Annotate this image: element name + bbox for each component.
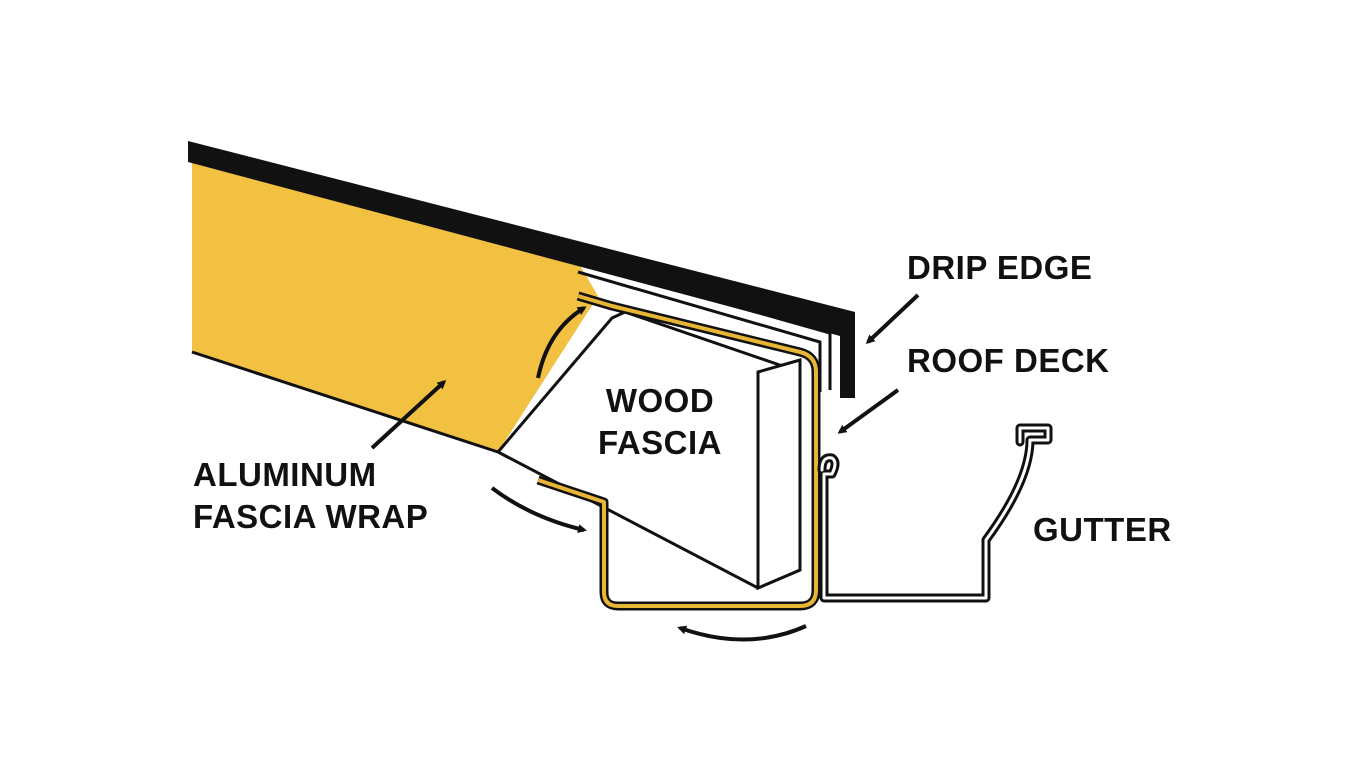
gutter-inner bbox=[820, 426, 1050, 600]
drip-edge-label: DRIP EDGE bbox=[907, 249, 1093, 286]
wood-fascia-label: WOOD FASCIA bbox=[598, 380, 722, 464]
roof-deck-arrow bbox=[837, 388, 900, 434]
aluminum-fascia-wrap-label: ALUMINUM FASCIA WRAP bbox=[193, 454, 428, 538]
wood-fascia-label-line-2: FASCIA bbox=[598, 424, 723, 461]
wood-fascia-label-line-1: WOOD bbox=[605, 382, 715, 419]
gutter-label: GUTTER bbox=[1033, 511, 1172, 548]
bend-arrow-left bbox=[490, 486, 587, 534]
drip-edge-arrow bbox=[865, 293, 920, 345]
aluminum-wrap-label-line-1: ALUMINUM bbox=[193, 456, 377, 493]
roof-panel-bottom-edge bbox=[191, 350, 499, 454]
roof-deck-label: ROOF DECK bbox=[907, 342, 1110, 379]
gutter-outline bbox=[817, 423, 1053, 603]
aluminum-wrap-label-line-2: FASCIA WRAP bbox=[193, 498, 429, 535]
roof-panel bbox=[192, 162, 598, 452]
bend-arrow-bottom bbox=[677, 624, 807, 642]
roof-deck-line-1 bbox=[577, 260, 832, 390]
drip-edge-band bbox=[188, 141, 855, 398]
wood-fascia-end bbox=[756, 358, 802, 591]
aluminum-wrap-arrow bbox=[370, 379, 447, 450]
aluminum-wrap-trim bbox=[537, 294, 818, 608]
bend-arrow-top bbox=[536, 306, 587, 379]
